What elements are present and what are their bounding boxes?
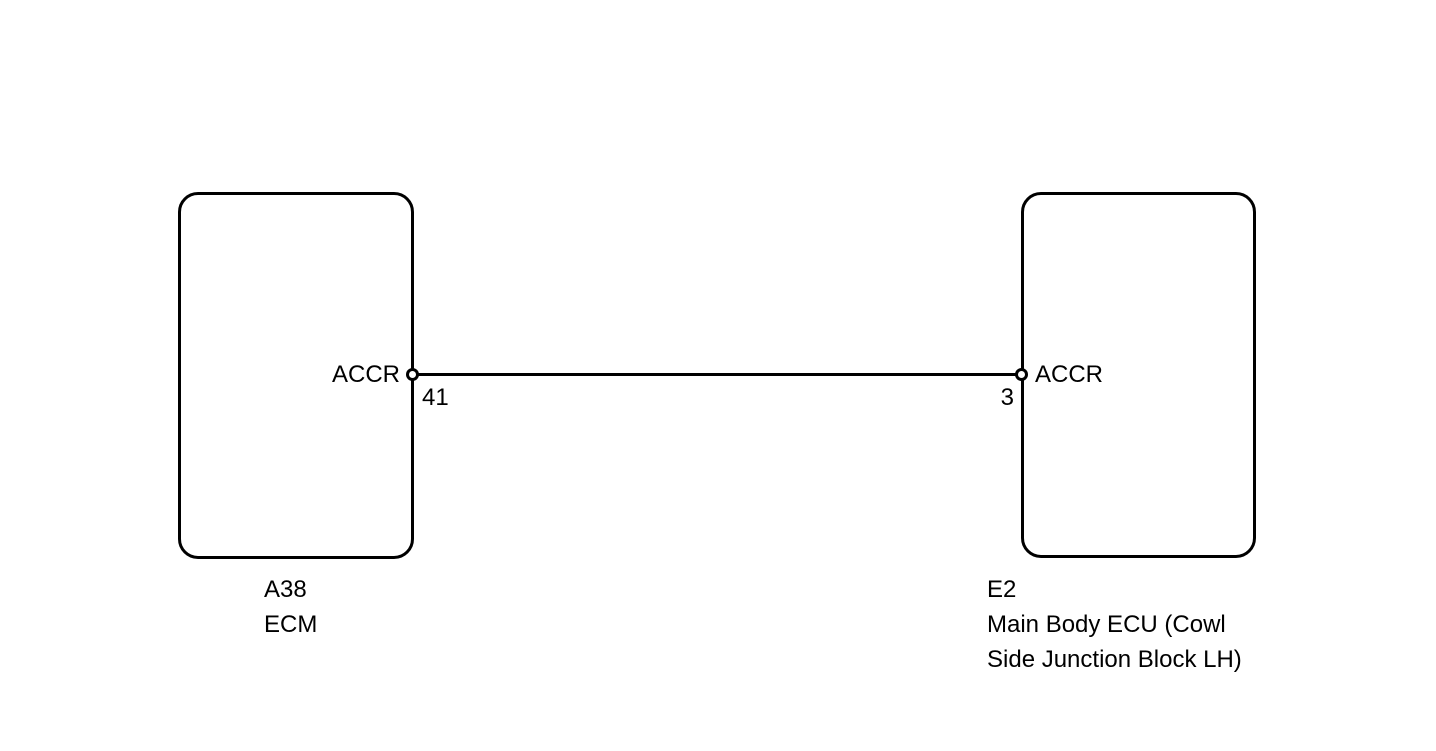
connector-box-main-body-ecu <box>1021 192 1256 558</box>
pin-number-ecm: 41 <box>422 384 449 411</box>
pin-number-main-body-ecu: 3 <box>1000 384 1014 411</box>
component-caption-ecm: A38 ECM <box>264 576 318 638</box>
terminal-pin-main-body-ecu-3 <box>1015 368 1028 381</box>
component-caption-main-body-ecu: E2 Main Body ECU (Cowl Side Junction Blo… <box>987 576 1242 673</box>
wire-accr <box>412 373 1022 376</box>
connector-box-ecm <box>178 192 414 559</box>
signal-label-main-body-ecu: ACCR <box>1035 361 1104 388</box>
terminal-pin-ecm-41 <box>406 368 419 381</box>
signal-label-ecm: ACCR <box>331 361 400 388</box>
